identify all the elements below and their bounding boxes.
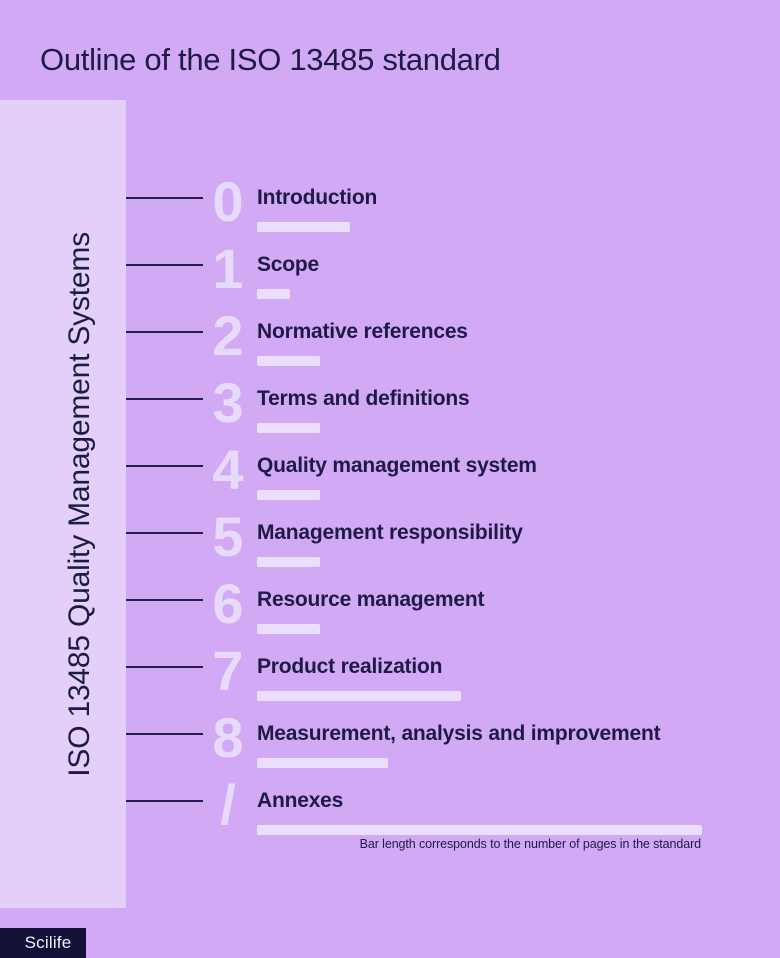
tick-line — [126, 331, 203, 333]
section-row: 8 Measurement, analysis and improvement — [0, 701, 780, 775]
page-count-bar — [257, 222, 350, 232]
page-count-bar — [257, 356, 320, 366]
section-label: Annexes — [257, 789, 344, 812]
section-row: 0 Introduction — [0, 165, 780, 239]
tick-line — [126, 599, 203, 601]
scilife-logo-text: Scilife — [24, 933, 72, 952]
tick-line — [126, 398, 203, 400]
page-count-bar — [257, 624, 320, 634]
tick-line — [126, 264, 203, 266]
section-row: 5 Management responsibility — [0, 500, 780, 574]
tick-line — [126, 465, 203, 467]
section-number: / — [220, 773, 236, 836]
section-label: Scope — [257, 253, 320, 276]
section-row: 2 Normative references — [0, 299, 780, 373]
page-title: Outline of the ISO 13485 standard — [40, 42, 501, 77]
bar-length-footnote: Bar length corresponds to the number of … — [359, 837, 701, 851]
section-number: 1 — [212, 237, 244, 300]
sidebar-panel: ISO 13485 Quality Management Systems — [0, 100, 126, 908]
tick-line — [126, 733, 203, 735]
page-count-bar — [257, 758, 388, 768]
tick-line — [126, 197, 203, 199]
section-label: Management responsibility — [257, 521, 523, 544]
page-count-bar — [257, 825, 702, 835]
section-row: 4 Quality management system — [0, 433, 780, 507]
section-number: 7 — [212, 639, 244, 702]
section-row: / Annexes — [0, 768, 780, 842]
section-row: 6 Resource management — [0, 567, 780, 641]
scilife-logo: Scilife — [0, 928, 86, 958]
page-count-bar — [257, 691, 461, 701]
section-label: Product realization — [257, 655, 443, 678]
page-count-bar — [257, 490, 320, 500]
tick-line — [126, 666, 203, 668]
section-label: Measurement, analysis and improvement — [257, 722, 661, 745]
tick-line — [126, 800, 203, 802]
tick-line — [126, 532, 203, 534]
page-count-bar — [257, 289, 290, 299]
section-row: 7 Product realization — [0, 634, 780, 708]
section-row: 1 Scope — [0, 232, 780, 306]
section-number: 2 — [212, 304, 244, 367]
section-number: 8 — [212, 706, 244, 769]
section-label: Quality management system — [257, 454, 537, 477]
section-label: Normative references — [257, 320, 468, 343]
section-number: 4 — [212, 438, 244, 501]
section-label: Introduction — [257, 186, 378, 209]
section-row: 3 Terms and definitions — [0, 366, 780, 440]
section-number: 5 — [212, 505, 244, 568]
section-number: 3 — [212, 371, 244, 434]
section-number: 0 — [212, 170, 244, 233]
section-label: Resource management — [257, 588, 485, 611]
page-count-bar — [257, 557, 320, 567]
section-number: 6 — [212, 572, 244, 635]
section-label: Terms and definitions — [257, 387, 470, 410]
page-count-bar — [257, 423, 320, 433]
